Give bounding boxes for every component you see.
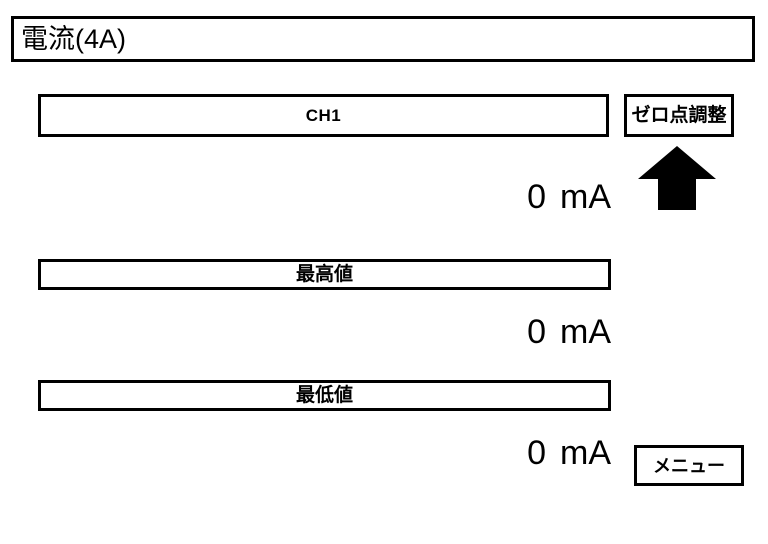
channel-value: 0	[527, 178, 546, 216]
arrow-up-icon	[638, 146, 716, 210]
min-value-readout: 0 mA	[425, 436, 611, 470]
max-value-label-box: 最高値	[38, 259, 611, 290]
channel-label-box: CH1	[38, 94, 609, 137]
menu-button-label: メニュー	[653, 455, 725, 476]
menu-button[interactable]: メニュー	[634, 445, 744, 486]
min-value-unit: mA	[560, 434, 611, 472]
min-value-label-box: 最低値	[38, 380, 611, 411]
max-value-readout: 0 mA	[425, 315, 611, 349]
page-title: 電流(4A)	[21, 23, 127, 54]
min-value: 0	[527, 434, 546, 472]
channel-value-readout: 0 mA	[425, 180, 611, 214]
max-value-label: 最高値	[295, 264, 353, 285]
zero-adjust-button-label: ゼロ点調整	[631, 105, 727, 126]
max-value: 0	[527, 313, 546, 351]
channel-label: CH1	[305, 106, 342, 125]
channel-value-unit: mA	[560, 178, 611, 216]
min-value-label: 最低値	[295, 385, 353, 406]
screen-title-bar: 電流(4A)	[11, 16, 755, 62]
zero-adjust-button[interactable]: ゼロ点調整	[624, 94, 734, 137]
max-value-unit: mA	[560, 313, 611, 351]
